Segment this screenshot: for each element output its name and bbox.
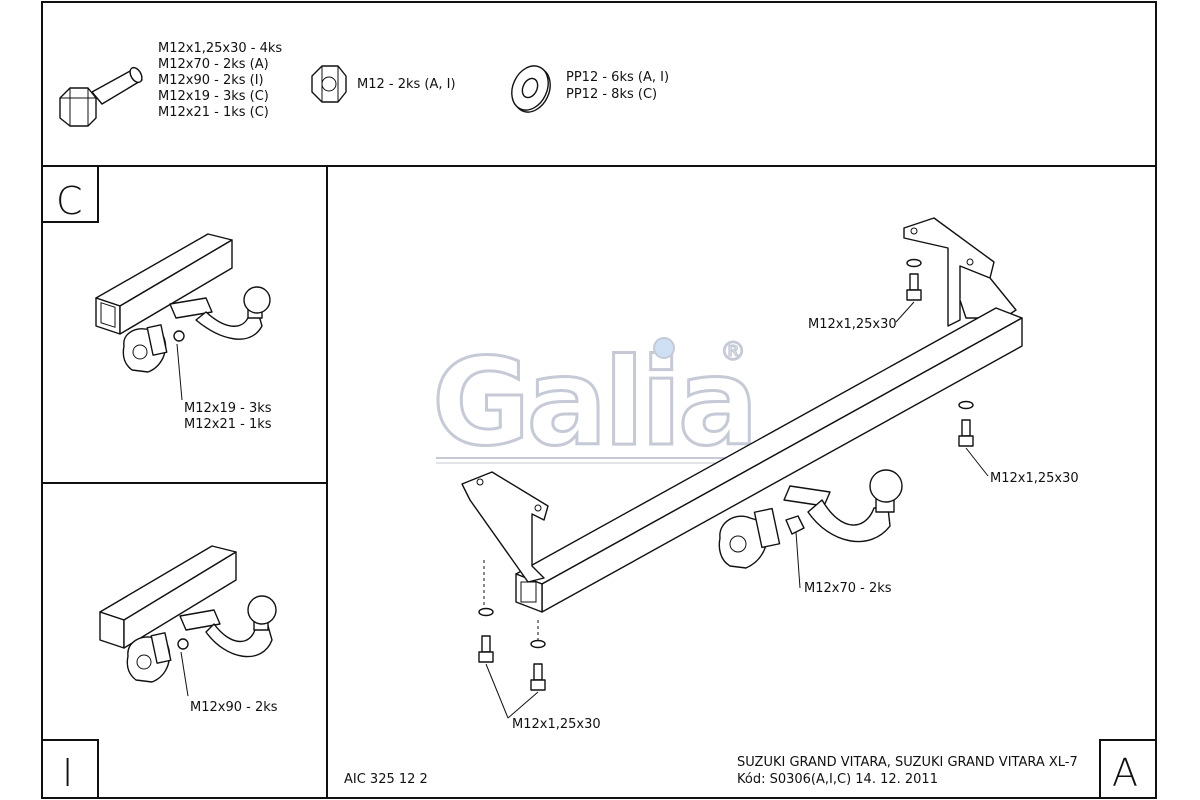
panel-frames <box>41 1 1157 799</box>
washer-parts-list: PP12 - 6ks (A, I) PP12 - 8ks (C) <box>566 70 669 102</box>
logo-dot <box>653 337 675 359</box>
washer-line-2: PP12 - 8ks (C) <box>566 87 657 102</box>
main-bolt-top <box>895 258 922 323</box>
vehicle-name: SUZUKI GRAND VITARA, SUZUKI GRAND VITARA… <box>737 755 1078 770</box>
nut-parts-label: M12 - 2ks (A, I) <box>357 77 456 92</box>
bolt-line-3: M12x90 - 2ks (I) <box>158 73 264 88</box>
main-bolts-bottom <box>478 560 546 719</box>
bolt-parts-list: M12x1,25x30 - 4ks M12x70 - 2ks (A) M12x9… <box>158 41 282 120</box>
bolt-line-1: M12x1,25x30 - 4ks <box>158 41 282 56</box>
label-right-bolt: M12x1,25x30 <box>990 471 1079 486</box>
panel-c-label-2: M12x21 - 1ks <box>184 417 272 432</box>
galia-logo: Galia ® <box>431 333 761 475</box>
logo-text: Galia <box>432 334 755 473</box>
drawing-code-left: AIC 325 12 2 <box>344 772 428 787</box>
washer-icon <box>511 65 551 113</box>
main-towbar-drawing <box>461 217 1023 613</box>
panel-c-label-1: M12x19 - 3ks <box>184 401 272 416</box>
bolt-line-5: M12x21 - 1ks (C) <box>158 105 269 120</box>
panel-i-letter: I <box>62 751 73 795</box>
main-bolt-right <box>958 400 989 477</box>
product-code: Kód: S0306(A,I,C) 14. 12. 2011 <box>737 772 938 787</box>
bolt-line-4: M12x19 - 3ks (C) <box>158 89 269 104</box>
bolt-icon <box>59 66 143 127</box>
bolt-line-2: M12x70 - 2ks (A) <box>158 57 269 72</box>
panel-c-towbar-drawing <box>95 233 271 401</box>
washer-line-1: PP12 - 6ks (A, I) <box>566 70 669 85</box>
panel-c-letter: C <box>56 179 83 223</box>
label-m12x70: M12x70 - 2ks <box>804 581 892 596</box>
panel-i-label: M12x90 - 2ks <box>190 700 278 715</box>
panel-a-letter: A <box>1112 751 1138 795</box>
m12x70-leader <box>795 531 801 589</box>
nut-icon <box>311 65 347 103</box>
label-bottom-bolts: M12x1,25x30 <box>512 717 601 732</box>
logo-registered-mark: ® <box>720 337 746 367</box>
panel-i-towbar-drawing <box>99 545 277 697</box>
label-top-bolt: M12x1,25x30 <box>808 317 897 332</box>
